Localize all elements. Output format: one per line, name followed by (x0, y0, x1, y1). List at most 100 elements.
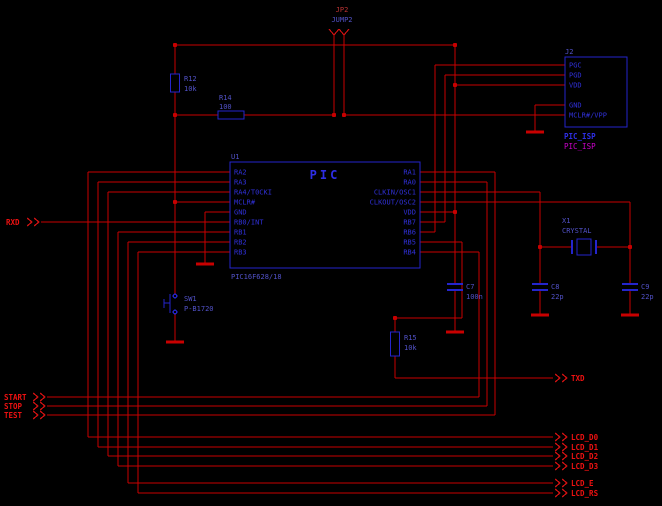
crystal-plates (571, 240, 597, 254)
net-lcd-d1[interactable] (97, 181, 553, 448)
junction-dot (452, 82, 458, 88)
netlabel-txd[interactable]: TXD (554, 373, 585, 383)
component-r14[interactable]: R14 100 (217, 94, 245, 120)
component-name: X1 (562, 217, 570, 225)
net-label: STOP (4, 402, 23, 411)
component-x1-crystal[interactable]: X1 CRYSTAL (562, 217, 597, 256)
junction-dot (172, 199, 178, 205)
switch-contact (172, 309, 178, 315)
net-mclr[interactable] (174, 35, 335, 288)
net-lcd-rs[interactable] (137, 251, 553, 494)
netlabel-lcd-d3[interactable]: LCD_D3 (554, 461, 599, 471)
pin-label: RB2 (234, 239, 247, 247)
net-lcd-e[interactable] (127, 241, 553, 484)
resistor-body (217, 110, 245, 120)
netlabel-lcd-e[interactable]: LCD_E (554, 478, 594, 488)
net-pgc[interactable] (420, 64, 565, 233)
pin-label: RA3 (234, 179, 247, 187)
net-gnd-j2[interactable] (534, 104, 565, 131)
component-value: 100n (466, 293, 483, 301)
chip-title: PIC (310, 168, 341, 182)
resistor-body (169, 73, 181, 93)
net-vdd[interactable] (174, 44, 565, 284)
netlabel-lcd-rs[interactable]: LCD_RS (554, 488, 599, 498)
netlabel-start[interactable]: START (4, 392, 46, 402)
component-name: SW1 (184, 295, 197, 303)
resistor-body (389, 331, 401, 357)
pin-label: RA1 (403, 169, 416, 177)
jumper-pin-icon (338, 28, 350, 36)
netlabel-lcd-d2[interactable]: LCD_D2 (554, 451, 598, 461)
net-arrow-icon (32, 401, 46, 411)
net-osc1[interactable] (420, 191, 572, 314)
component-u1-pic[interactable]: U1 PIC PIC16F628/18 RA2 RA3 RA4/T0CKI MC… (229, 153, 421, 281)
net-arrow-icon (26, 217, 40, 227)
component-name: C8 (551, 283, 559, 291)
pin-label: RB7 (403, 219, 416, 227)
jumper-pin-icon (328, 28, 340, 36)
component-name: U1 (231, 153, 239, 161)
switch-arm (163, 294, 171, 313)
netlabel-lcd-d1[interactable]: LCD_D1 (554, 442, 599, 452)
capacitor-plates (447, 283, 463, 291)
net-label: LCD_RS (571, 489, 599, 498)
component-name: C9 (641, 283, 649, 291)
netlabel-test[interactable]: TEST (4, 410, 46, 420)
net-label: LCD_E (571, 479, 594, 488)
net-vpp[interactable] (343, 35, 565, 116)
net-arrow-icon (554, 488, 568, 498)
component-c7[interactable]: C7 100n (447, 283, 483, 301)
component-sw1-pushbutton[interactable]: SW1 P-B1720 (163, 288, 214, 315)
pin-label: GND (569, 102, 582, 110)
component-value: JUMP2 (331, 16, 352, 24)
pin-label: PGC (569, 62, 582, 70)
component-r15[interactable]: R15 10k (389, 331, 418, 357)
net-label: RXD (6, 218, 20, 227)
net-label: LCD_D1 (571, 443, 599, 452)
pin-label: VDD (569, 82, 582, 90)
pin-label: RB0/INT (234, 219, 264, 227)
net-lcd-d3[interactable] (117, 231, 553, 467)
chip-body (229, 161, 421, 269)
net-arrow-icon (554, 432, 568, 442)
connector-body (564, 56, 628, 128)
netlabel-lcd-d0[interactable]: LCD_D0 (554, 432, 599, 442)
junction-dot (452, 209, 458, 215)
component-name: R12 (184, 75, 197, 83)
net-arrow-icon (554, 451, 568, 461)
net-osc2[interactable] (420, 201, 631, 314)
capacitor-plates (532, 283, 548, 291)
component-r12[interactable]: R12 10k (169, 73, 198, 93)
net-stop[interactable] (47, 181, 488, 407)
net-lcd-d2[interactable] (107, 191, 553, 457)
component-jp2-jumper[interactable]: JP2 JUMP2 (328, 6, 353, 36)
net-txd[interactable] (394, 241, 553, 379)
pin-label: RA2 (234, 169, 247, 177)
net-start[interactable] (47, 251, 480, 398)
component-name: C7 (466, 283, 474, 291)
net-gnd-chip[interactable] (204, 211, 230, 263)
net-lcd-d0[interactable] (87, 171, 553, 438)
net-label: LCD_D2 (571, 452, 598, 461)
pin-label: RB6 (403, 229, 416, 237)
junction-dot (172, 112, 178, 118)
net-arrow-icon (554, 373, 568, 383)
component-j2-isp-header[interactable]: J2 PGC PGD VDD GND MCLR#/VPP PIC_ISP PIC… (564, 48, 628, 151)
net-pgd[interactable] (420, 74, 565, 223)
junction-dot (331, 112, 337, 118)
junction-dot (341, 112, 347, 118)
pin-label: RB1 (234, 229, 247, 237)
component-name: JP2 (336, 6, 349, 14)
ground-symbols (166, 130, 639, 344)
junction-dot (537, 244, 543, 250)
netlabel-rxd[interactable]: RXD (6, 217, 40, 227)
component-c8[interactable]: C8 22p (532, 283, 564, 301)
pin-label: MCLR#/VPP (569, 112, 607, 120)
pin-label: VDD (403, 209, 416, 217)
netlabel-stop[interactable]: STOP (4, 401, 46, 411)
component-c9[interactable]: C9 22p (622, 283, 654, 301)
junction-dot (172, 42, 178, 48)
switch-contact (172, 293, 178, 299)
junction-dot (452, 42, 458, 48)
net-test[interactable] (47, 171, 496, 416)
